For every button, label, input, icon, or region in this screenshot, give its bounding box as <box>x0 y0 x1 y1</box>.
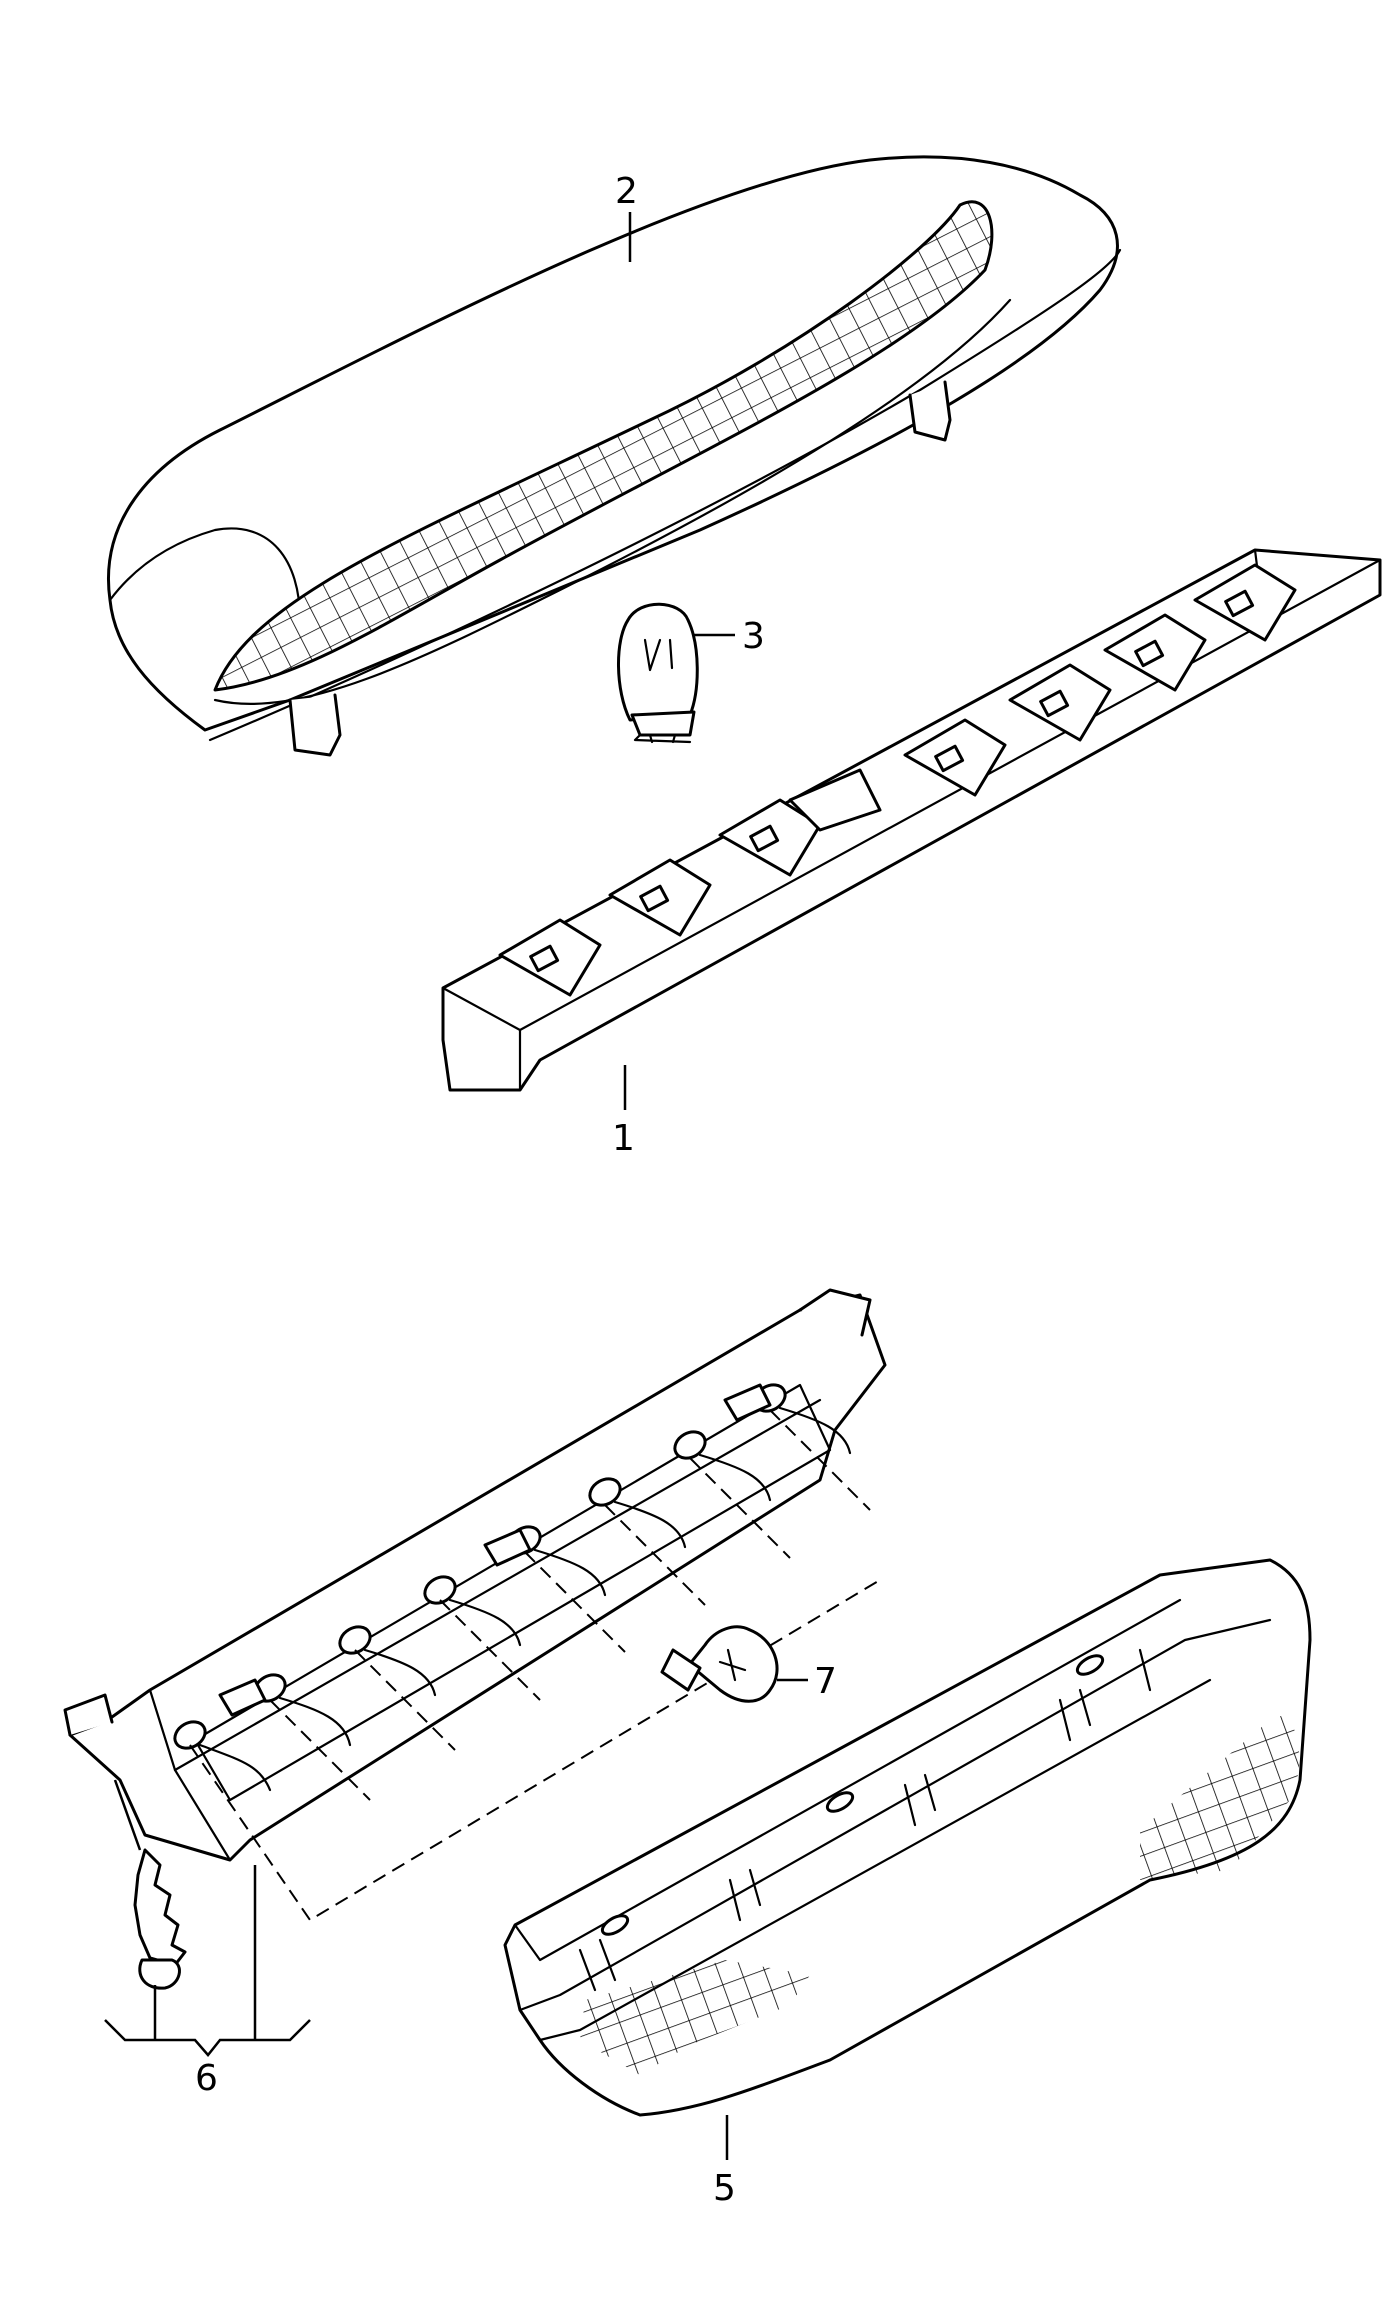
bulb-holder-reflector <box>441 548 1382 1092</box>
callout-labels: 2 3 1 7 6 5 <box>195 171 837 2209</box>
callout-2: 2 <box>615 171 638 212</box>
callout-1: 1 <box>612 1118 635 1159</box>
round-bulb <box>660 1625 779 1703</box>
callout-7: 7 <box>814 1661 837 1702</box>
screw <box>133 1848 187 1990</box>
wedge-bulb <box>617 602 699 744</box>
light-housing-assembly <box>63 1288 887 1922</box>
callout-6: 6 <box>195 2058 218 2099</box>
leader-lines <box>104 212 808 2160</box>
callout-3: 3 <box>742 616 765 657</box>
callout-5: 5 <box>713 2168 736 2209</box>
brake-light-lens <box>503 1558 1312 2117</box>
